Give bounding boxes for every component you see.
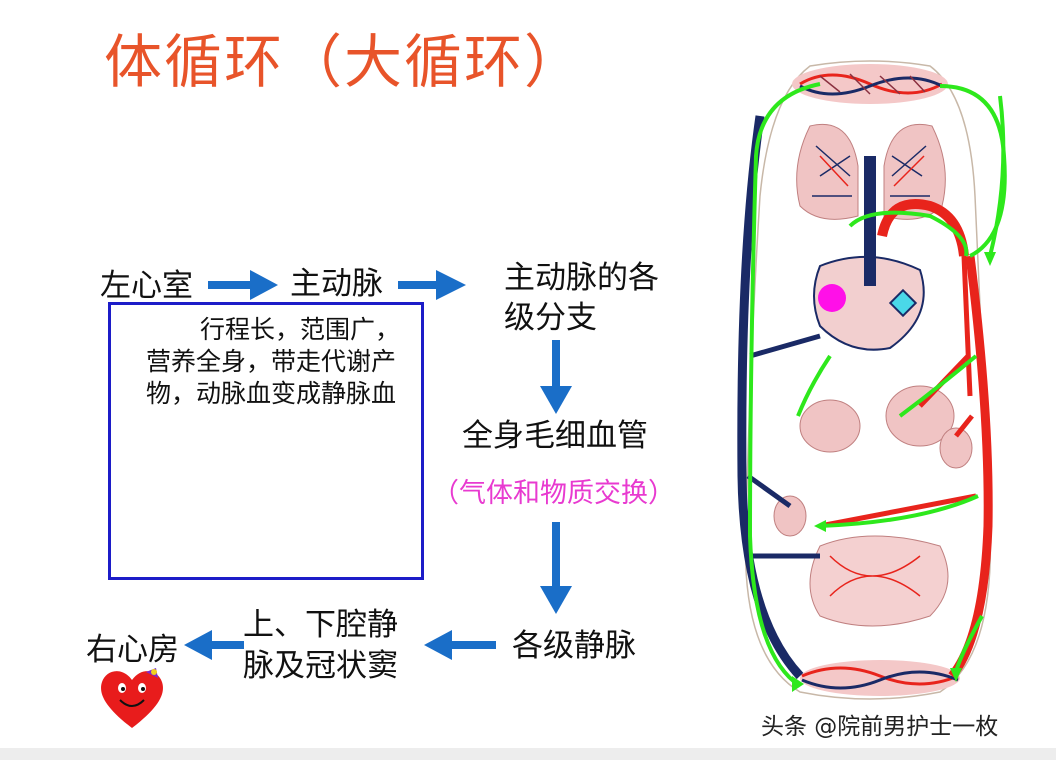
flow-path	[747, 82, 1007, 688]
lungs	[796, 123, 946, 220]
arrow-left-2	[184, 630, 244, 660]
vena-cava-vessel	[737, 115, 804, 680]
capillaries-label: 全身毛细血管	[462, 418, 648, 454]
right-atrium-label: 右心房	[86, 632, 179, 668]
abdominal-organs	[773, 385, 973, 627]
slide-title: 体循环（大循环）	[104, 28, 585, 96]
exchange-label: （气体和物质交换）	[432, 478, 675, 509]
arrow-left-1	[424, 630, 496, 660]
note-text: 行程长，范围广，营养全身，带走代谢产物，动脉血变成静脉血	[146, 315, 401, 408]
circulation-illustration	[737, 60, 1007, 700]
heart-cartoon-icon	[101, 668, 163, 728]
note-box	[108, 302, 424, 580]
left-ventricle-label: 左心室	[100, 268, 193, 304]
vena-cava-label-line2: 脉及冠状窦	[243, 648, 398, 684]
left-ventricle-marker	[888, 288, 918, 318]
arrow-right-1	[208, 270, 278, 300]
watermark: 头条 @院前男护士一枚	[761, 714, 999, 740]
veins-label: 各级静脉	[512, 628, 636, 664]
head-capillary-bed	[792, 64, 948, 104]
vena-cava-label-line1: 上、下腔静	[243, 607, 398, 643]
aorta-branches-label-line1: 主动脉的各	[504, 260, 659, 296]
right-atrium-marker	[818, 284, 846, 312]
arrow-down-2	[540, 522, 572, 614]
arrow-right-2	[398, 270, 466, 300]
lower-capillary-bed	[800, 660, 960, 696]
arrow-down-1	[540, 340, 572, 414]
bottom-strip	[0, 748, 1056, 760]
heart-organ	[813, 156, 969, 351]
aorta-label: 主动脉	[290, 266, 383, 302]
aorta-branches-label-line2: 级分支	[504, 300, 597, 336]
